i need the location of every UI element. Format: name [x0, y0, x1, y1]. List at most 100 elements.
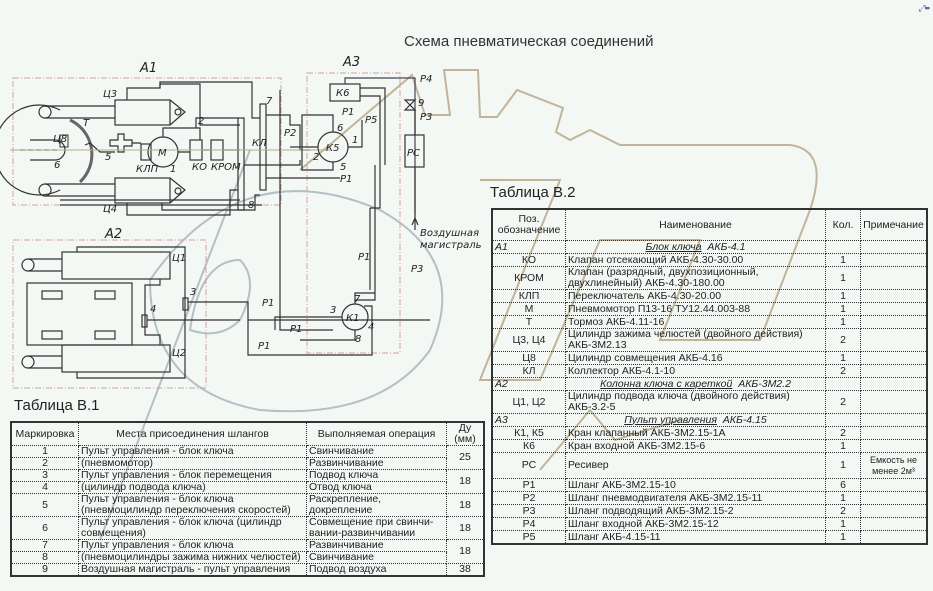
t1-mark: 1: [10, 445, 79, 458]
resize-icon[interactable]: ⤢▪▪: [918, 3, 930, 13]
label-c3: Ц3: [103, 89, 117, 100]
label-krom: КРОМ: [211, 162, 241, 173]
t1-header-operation: Выполняемая операция: [306, 421, 447, 446]
t1-mark: 7: [10, 539, 79, 552]
t1-operation: Развинчивание: [306, 539, 447, 552]
table2-caption: Таблица В.2: [490, 184, 576, 201]
t1-place: Пульт управления - блок ключа: [78, 445, 307, 458]
t2-pos: Ц8: [491, 351, 566, 365]
t2-qty: 6: [825, 478, 861, 492]
t2-note: [860, 426, 928, 440]
cylinder-c8: [59, 134, 69, 148]
t2-qty: 1: [825, 517, 861, 531]
a1-block: [0, 81, 340, 216]
t2-note: [860, 517, 928, 531]
table1-caption: Таблица В.1: [14, 397, 100, 414]
valve-4: [141, 314, 148, 328]
label-kl: КЛ: [252, 138, 267, 149]
t2-qty: 2: [825, 328, 861, 352]
t2-qty: 2: [825, 426, 861, 440]
t2-pos: КЛ: [491, 364, 566, 378]
label-k1: К1: [346, 313, 359, 324]
t2-pos: Р5: [491, 530, 566, 545]
t2-section-pos: А3: [491, 413, 566, 427]
jaw: [0, 104, 61, 196]
t1-mark: 8: [10, 551, 79, 564]
t2-name: Цилиндр зажима челюстей (двойного действ…: [565, 328, 826, 352]
table2-header-row: Поз. обозначение Наименование Кол. Приме…: [491, 208, 928, 241]
t2-note: [860, 478, 928, 492]
t1-place: (цилиндр подвода ключа): [78, 481, 307, 494]
t2-note: [860, 328, 928, 352]
label-ko: КО: [192, 162, 207, 173]
t2-name-line1: Цилиндр зажима челюстей (двойного действ…: [568, 328, 803, 340]
label-m: М: [158, 148, 167, 159]
label-k5-5: 5: [340, 162, 346, 173]
cylinder-c1: [61, 251, 171, 280]
t2-pos: Ц3, Ц4: [491, 328, 566, 352]
t1-mark: 6: [10, 516, 79, 540]
label-3: 3: [190, 287, 196, 298]
t1-place: (пневмоцилиндры зажима нижних челюстей): [78, 551, 307, 564]
t1-header-du: Ду (мм): [446, 421, 485, 446]
table-row: 7 Пульт управления - блок ключа Развинчи…: [10, 539, 485, 564]
t2-name: Цилиндр совмещения АКБ-4.16: [565, 351, 826, 365]
table-row: 4 (цилиндр подвода ключа) Отвод ключа: [10, 481, 484, 494]
t2-qty: 1: [825, 253, 861, 267]
t2-note: [860, 289, 928, 303]
t1-operation: Подвод воздуха: [306, 563, 447, 577]
table-row: 1 Пульт управления - блок ключа Свинчива…: [10, 445, 485, 470]
t1-du: 18: [446, 469, 485, 494]
t1-operation: Совмещение при свинчи-вании-развинчивани…: [306, 516, 447, 540]
label-1: 1: [170, 164, 176, 175]
t2-note-line2: менее 2м³: [872, 465, 915, 476]
cylinder-c2: [61, 344, 171, 373]
t2-name: Кран входной АКБ-3М2.15-6: [565, 439, 826, 453]
t1-operation: Свинчивание: [306, 445, 447, 458]
t2-name: Шланг входной АКБ-3М2.15-12: [565, 517, 826, 531]
label-k1-7: 7: [354, 294, 361, 305]
valve-9: [403, 99, 417, 111]
t2-section-title: Колонна ключа с кареткой АКБ-3М2.2: [565, 377, 826, 391]
group-a2-border: [12, 239, 207, 389]
t1-header-mark: Маркировка: [10, 421, 79, 446]
t2-note: [860, 266, 928, 290]
t2-pos: Р1: [491, 478, 566, 492]
t2-note: [860, 530, 928, 545]
t1-du: 38: [446, 563, 485, 577]
t1-place: Воздушная магистраль - пульт управления: [78, 563, 307, 577]
t1-operation-line2: вании-развинчивании: [309, 527, 416, 539]
t2-qty: 2: [825, 390, 861, 414]
t1-du: 25: [446, 445, 485, 470]
t1-mark: 4: [10, 481, 79, 494]
t2-pos: РС: [491, 452, 566, 479]
t1-place-line1: Пульт управления - блок ключа (цилиндр: [81, 516, 282, 528]
t2-qty: 1: [825, 289, 861, 303]
table2: Поз. обозначение Наименование Кол. Приме…: [491, 208, 928, 545]
t2-section-title: Блок ключа АКБ-4.1: [565, 240, 826, 254]
table-row: 9 Воздушная магистраль - пульт управлени…: [10, 563, 485, 577]
label-4: 4: [150, 304, 156, 315]
t1-header-place: Места присоединения шлангов: [78, 421, 307, 446]
t1-place: Пульт управления - блок ключа(пневмоцили…: [78, 493, 307, 517]
label-c4: Ц4: [103, 204, 117, 215]
label-2: 2: [198, 116, 204, 127]
t2-qty: 1: [825, 351, 861, 365]
t2-name: Шланг пневмодвигателя АКБ-3М2.15-11: [565, 491, 826, 505]
label-p5: Р5: [365, 115, 377, 126]
t2-name: Коллектор АКБ-4.1-10: [565, 364, 826, 378]
label-k6: К6: [336, 88, 349, 99]
t2-note: [860, 253, 928, 267]
t2-section-title: Пульт управления АКБ-4.15: [565, 413, 826, 427]
section-row: А1 Блок ключа АКБ-4.1: [491, 240, 928, 254]
t2-note: [860, 302, 928, 316]
